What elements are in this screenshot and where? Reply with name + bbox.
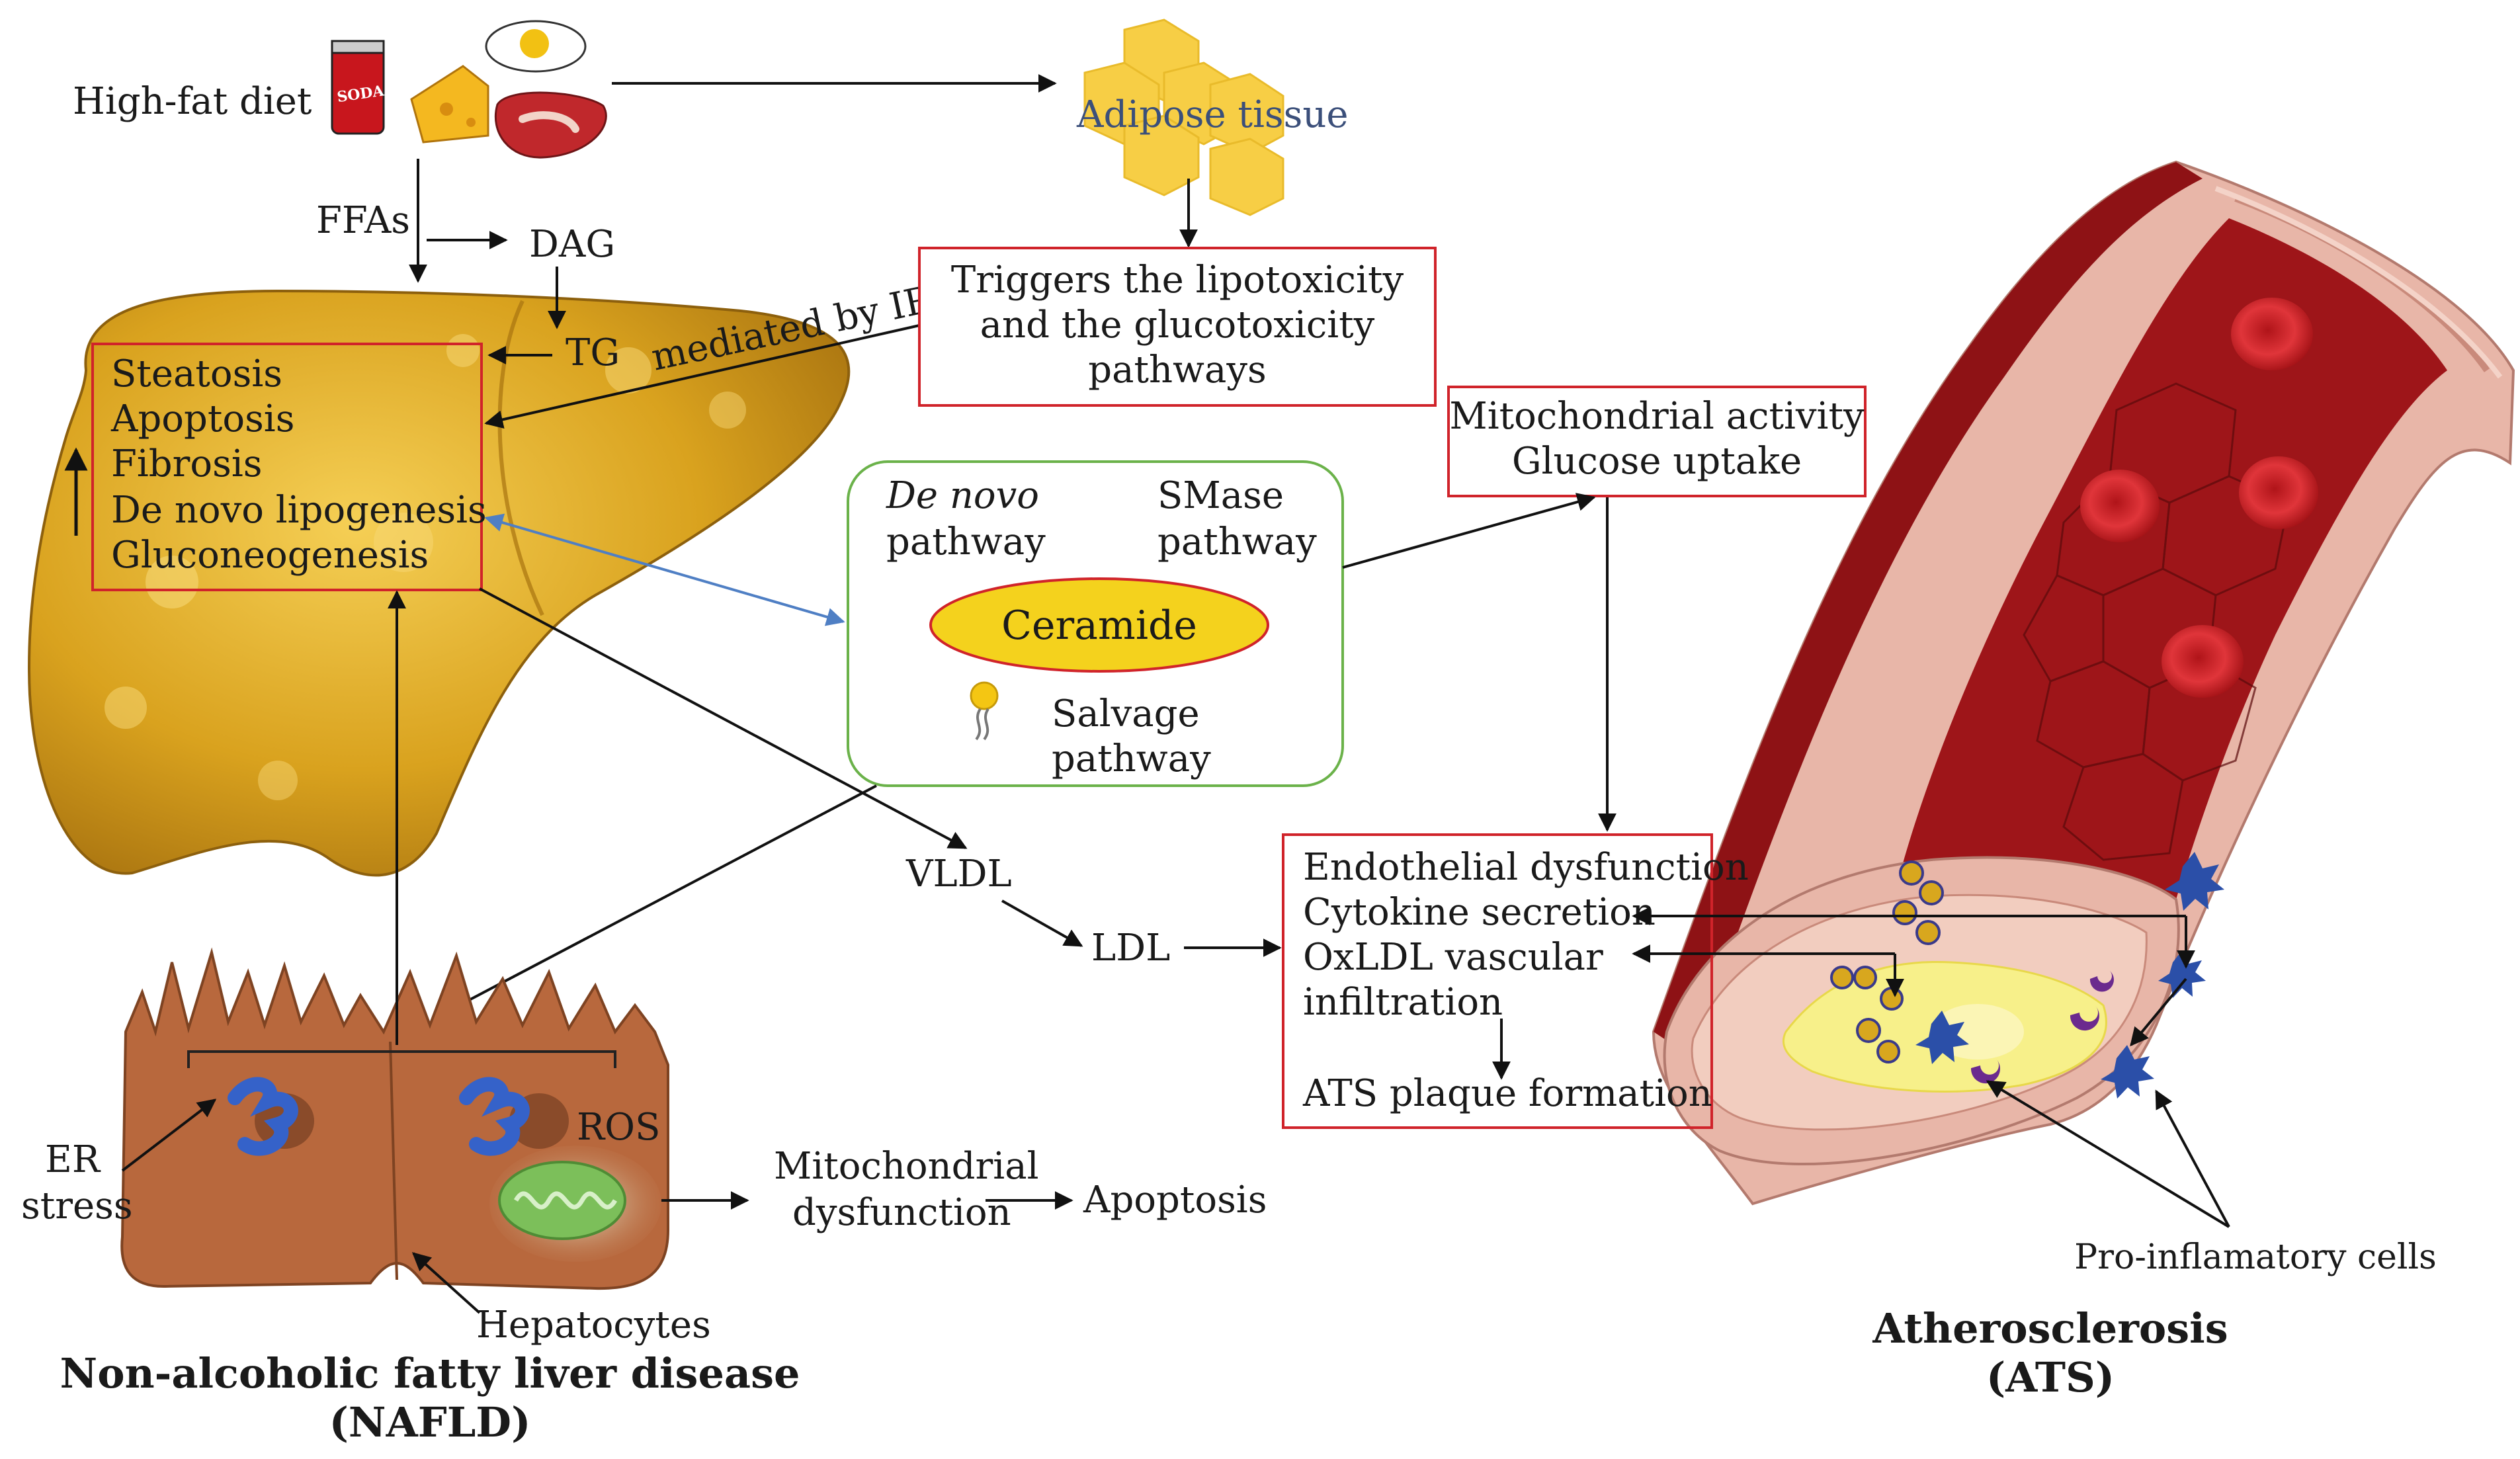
liver-effect-apoptosis: Apoptosis (110, 397, 294, 440)
mito-dysfunction-line-1: Mitochondrial (774, 1145, 1039, 1188)
liver-ceramide-blue-arrow (484, 513, 845, 626)
ceramide-to-mitochondrial-arrow (1342, 493, 1596, 569)
fried-egg-icon (485, 20, 587, 73)
smase-label: SMase (1157, 474, 1284, 517)
ats-plaque-label: ATS plaque formation (1302, 1072, 1712, 1115)
er-icon (228, 1077, 298, 1156)
ats-title-line-1: Atherosclerosis (1872, 1304, 2228, 1353)
ats-effect-cytokine: Cytokine secretion (1303, 891, 1656, 934)
vldl-to-ldl-arrow (1001, 899, 1083, 947)
vldl-label: VLDL (905, 853, 1012, 896)
ats-effect-infiltration: infiltration (1303, 981, 1503, 1024)
liver-shape (28, 289, 851, 877)
apoptosis-label: Apoptosis (1083, 1179, 1267, 1222)
de-novo-label: De novo (886, 474, 1039, 517)
liver-effects-box (91, 343, 483, 591)
ldl-particles-icon (1830, 860, 1944, 1063)
hepatocytes-label: Hepatocytes (476, 1304, 711, 1347)
mitochondrial-activity-label: Mitochondrial activity (1449, 395, 1865, 438)
mitochondria-icon (498, 1161, 626, 1240)
dag-label: DAG (529, 223, 615, 266)
ats-title-line-2: (ATS) (1986, 1353, 2115, 1401)
lipotoxicity-line-1: Triggers the lipotoxicity (951, 259, 1404, 302)
lipid-molecule-icon (970, 681, 999, 741)
salvage-label: Salvage (1052, 692, 1200, 735)
mitochondrial-activity-box (1447, 386, 1867, 497)
er-icon-2 (459, 1077, 530, 1156)
artery-illustration (1652, 160, 2515, 1206)
ros-label: ROS (577, 1106, 660, 1149)
cheese-icon (410, 65, 489, 144)
lipotoxicity-to-liver-arrow (484, 324, 920, 429)
smase-pathway-label: pathway (1157, 521, 1317, 563)
hepatocytes-pointer-arrow (411, 1252, 481, 1314)
pro-inflammatory-label: Pro-inflamatory cells (2074, 1237, 2437, 1277)
er-label: ER (45, 1138, 101, 1181)
high-fat-diet-group: High-fat diet SODA (73, 20, 607, 159)
ceramide-label: Ceramide (1001, 603, 1197, 649)
pro-inflammatory-arrow-1 (1986, 1080, 2230, 1228)
ats-effects-box (1282, 833, 1713, 1129)
lipotoxicity-line-2: and the glucotoxicity (980, 304, 1375, 347)
ldl-label: LDL (1091, 927, 1170, 970)
pro-inflammatory-arrow-2 (2155, 1089, 2230, 1228)
liver-effect-fibrosis: Fibrosis (111, 442, 262, 485)
liver-effect-steatosis: Steatosis (111, 353, 282, 396)
red-blood-cell-icon (2239, 456, 2318, 529)
red-blood-cell-icon (2080, 470, 2160, 542)
lipotoxicity-line-3: pathways (1088, 349, 1267, 392)
high-fat-diet-label: High-fat diet (73, 80, 312, 123)
ceramide-ellipse (929, 577, 1269, 673)
glucose-uptake-label: Glucose uptake (1512, 440, 1802, 483)
ceramide-to-hepatocytes-arrow (435, 784, 877, 1019)
macrophage-move-arrow (2130, 978, 2187, 1047)
ats-effect-oxldl: OxLDL vascular (1303, 936, 1603, 979)
lipotoxicity-box (918, 247, 1437, 407)
adipose-tissue-icon (1083, 19, 1284, 216)
tg-label: TG (566, 331, 620, 374)
steak-icon (494, 91, 607, 159)
ffas-label: FFAs (316, 199, 410, 242)
er-stress-arrow (121, 1099, 217, 1172)
red-blood-cell-icon (2162, 625, 2244, 698)
soda-can-icon: SODA (331, 40, 386, 135)
stress-label: stress (21, 1185, 133, 1228)
salvage-pathway-label: pathway (1052, 737, 1211, 780)
nafld-title-line-1: Non-alcoholic fatty liver disease (60, 1349, 800, 1397)
nafld-title-line-2: (NAFLD) (329, 1398, 531, 1446)
ats-effect-endothelial: Endothelial dysfunction (1303, 846, 1749, 889)
liver-to-vldl-arrow (479, 587, 968, 849)
de-novo-pathway-label: pathway (886, 521, 1046, 563)
hepatocytes-illustration (120, 947, 669, 1290)
mito-dysfunction-line-2: dysfunction (792, 1191, 1011, 1234)
liver-effect-gluconeogenesis: Gluconeogenesis (111, 534, 429, 577)
inflammatory-cell-icon (1970, 971, 2114, 1084)
liver-effect-de-novo-lipogenesis: De novo lipogenesis (111, 489, 487, 532)
adipose-tissue-label: Adipose tissue (1076, 93, 1349, 136)
red-blood-cell-icon (2231, 298, 2313, 370)
